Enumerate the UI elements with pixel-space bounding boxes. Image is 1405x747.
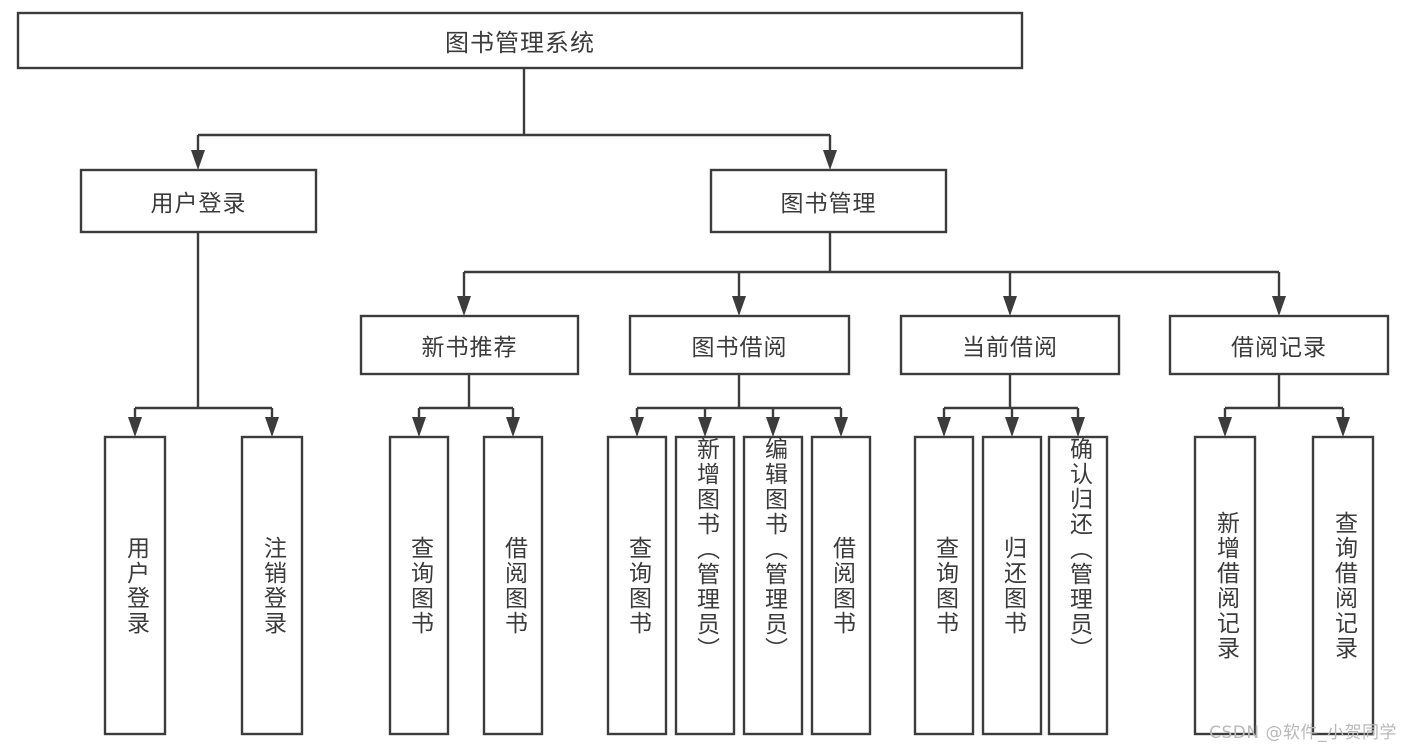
node-box-user-login[interactable] xyxy=(79,168,318,234)
arrow-head-leaf-book-borrow-2 xyxy=(766,417,780,437)
node-box-leaf-current-borrow-2[interactable] xyxy=(1047,435,1109,736)
node-box-leaf-current-borrow-0[interactable] xyxy=(913,435,975,736)
node-box-leaf-book-borrow-0[interactable] xyxy=(606,435,668,736)
arrow-head-user-login xyxy=(191,150,205,170)
arrow-head-current-borrow xyxy=(1003,296,1017,316)
arrow-head-leaf-new-book-1 xyxy=(506,417,520,437)
arrow-head-new-book xyxy=(457,296,471,316)
connector-book-borrow-to-leaves xyxy=(630,374,848,437)
node-box-leaf-borrow-record-0[interactable] xyxy=(1193,435,1257,736)
node-box-leaf-user-login-0[interactable] xyxy=(103,435,167,736)
connector-root-to-level1 xyxy=(191,69,837,170)
node-box-book-manage[interactable] xyxy=(709,168,948,234)
arrow-head-leaf-current-borrow-1 xyxy=(1005,417,1019,437)
arrow-head-leaf-book-borrow-0 xyxy=(630,417,644,437)
arrow-head-leaf-current-borrow-2 xyxy=(1071,417,1085,437)
node-box-book-borrow[interactable] xyxy=(628,314,851,376)
arrow-head-leaf-book-borrow-3 xyxy=(834,417,848,437)
arrow-head-borrow-record xyxy=(1272,296,1286,316)
connector-current-borrow-to-leaves xyxy=(937,374,1085,437)
arrow-head-leaf-user-login-1 xyxy=(265,417,279,437)
node-box-root[interactable] xyxy=(16,11,1024,70)
watermark-text: CSDN @软件_小贺同学 xyxy=(1209,723,1397,743)
arrow-head-leaf-borrow-record-1 xyxy=(1336,417,1350,437)
arrow-head-book-borrow xyxy=(732,296,746,316)
node-box-leaf-book-borrow-1[interactable] xyxy=(674,435,736,736)
connector-new-book-to-leaves xyxy=(412,374,520,437)
node-box-leaf-new-book-1[interactable] xyxy=(482,435,544,736)
arrow-head-leaf-current-borrow-0 xyxy=(937,417,951,437)
connector-borrow-record-to-leaves xyxy=(1218,374,1350,437)
node-box-current-borrow[interactable] xyxy=(899,314,1121,376)
node-box-leaf-book-borrow-3[interactable] xyxy=(810,435,872,736)
node-box-leaf-borrow-record-1[interactable] xyxy=(1311,435,1375,736)
arrow-head-leaf-book-borrow-1 xyxy=(698,417,712,437)
arrow-head-leaf-new-book-0 xyxy=(412,417,426,437)
node-box-leaf-new-book-0[interactable] xyxy=(388,435,450,736)
arrow-head-book-manage xyxy=(823,150,837,170)
node-box-leaf-current-borrow-1[interactable] xyxy=(981,435,1043,736)
arrow-head-leaf-borrow-record-0 xyxy=(1218,417,1232,437)
connector-book-manage-to-level2 xyxy=(457,232,1286,316)
node-box-leaf-book-borrow-2[interactable] xyxy=(742,435,804,736)
node-box-new-book-recommend[interactable] xyxy=(359,314,580,376)
arrow-head-leaf-user-login-0 xyxy=(128,417,142,437)
node-box-borrow-record[interactable] xyxy=(1168,314,1390,376)
connector-user-login-to-leaves xyxy=(128,232,279,437)
node-box-leaf-user-login-1[interactable] xyxy=(240,435,304,736)
